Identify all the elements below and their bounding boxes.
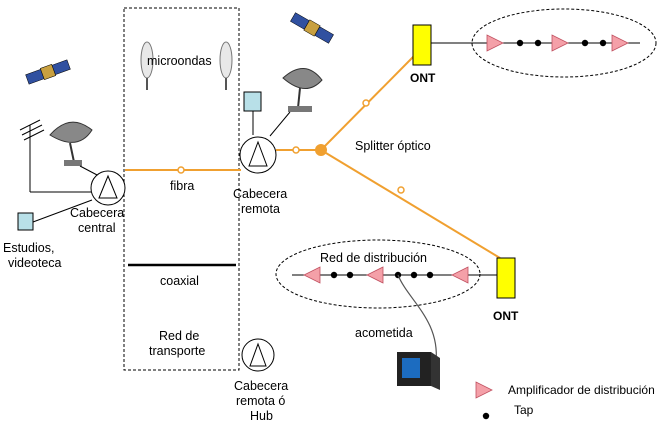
ont-top <box>412 24 432 66</box>
dish-antenna-icon <box>282 68 323 112</box>
legend-amplifier-label: Amplificador de distribución <box>508 383 655 397</box>
hub-headend-icon <box>241 338 275 372</box>
tap-legend-icon <box>482 412 490 420</box>
tap-icon <box>330 271 338 279</box>
central-headend-icon <box>90 170 126 206</box>
cabecera-remota-label: Cabecera remota <box>233 187 291 216</box>
splitter-label: Splitter óptico <box>355 139 431 153</box>
amplifier-icon <box>451 266 469 284</box>
drop-cable <box>397 274 437 363</box>
red-distribucion-label: Red de distribución <box>320 251 427 265</box>
amplifier-icon <box>303 266 321 284</box>
microwave-antenna-icon <box>219 41 233 90</box>
top-distribution-ellipse <box>471 8 657 78</box>
fiber-link <box>320 149 501 259</box>
tap-icon <box>410 271 418 279</box>
amplifier-icon <box>551 34 569 52</box>
tap-icon <box>599 39 607 47</box>
amplifier-icon <box>366 266 384 284</box>
tv-antenna-icon <box>19 119 95 193</box>
remote-equipment-box <box>243 91 262 112</box>
hub-label: Cabecera remota ó Hub <box>234 379 292 423</box>
satellite-icon <box>25 59 71 85</box>
tv-set-icon <box>397 352 440 390</box>
microondas-label: microondas <box>147 54 212 68</box>
bottom-distribution-ellipse <box>275 239 481 309</box>
amplifier-icon <box>486 34 504 52</box>
microwave-antenna-icon <box>140 41 154 90</box>
cabecera-central-label: Cabecera central <box>70 206 128 235</box>
legend: Amplificador de distribución Tap <box>475 381 655 420</box>
fibra-label: fibra <box>170 179 194 193</box>
tap-icon <box>426 271 434 279</box>
dish-antenna-icon <box>49 121 93 166</box>
tap-icon <box>534 39 542 47</box>
remote-headend-icon <box>239 136 277 174</box>
coaxial-label: coaxial <box>160 274 199 288</box>
tap-icon <box>516 39 524 47</box>
ont-bottom <box>496 257 516 299</box>
estudios-label: Estudios, videoteca <box>3 241 62 270</box>
satellite-icon <box>290 12 334 44</box>
ont-top-label: ONT <box>410 71 436 85</box>
legend-tap-label: Tap <box>514 403 534 417</box>
tap-icon <box>581 39 589 47</box>
ont-bottom-label: ONT <box>493 309 519 323</box>
red-transporte-label: Red de transporte <box>149 329 205 358</box>
studios-box <box>17 212 34 231</box>
acometida-label: acometida <box>355 326 413 340</box>
amplifier-legend-icon <box>475 381 493 399</box>
tap-icon <box>346 271 354 279</box>
amplifier-icon <box>611 34 629 52</box>
